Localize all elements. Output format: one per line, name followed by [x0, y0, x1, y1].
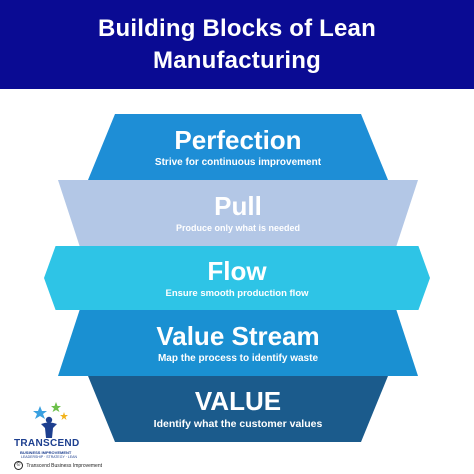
transcend-logo-icon	[33, 402, 68, 438]
block-flow: Flow Ensure smooth production flow	[44, 246, 430, 310]
copyright-text: Transcend Business Improvement	[26, 462, 102, 469]
block-title: Flow	[207, 255, 267, 286]
copyright-notice: © Transcend Business Improvement	[14, 461, 102, 470]
block-perfection: Perfection Strive for continuous improve…	[88, 114, 388, 180]
block-subtitle: Produce only what is needed	[175, 223, 301, 233]
logo-name: TRANSCEND	[14, 438, 80, 449]
block-subtitle: Map the process to identify waste	[157, 352, 319, 364]
title-line-1: Building Blocks of Lean	[98, 14, 376, 42]
block-title: Value Stream	[156, 320, 320, 351]
block-subtitle: Ensure smooth production flow	[165, 287, 309, 299]
logo-tagline-1: BUSINESS IMPROVEMENT	[20, 450, 72, 455]
title-banner: Building Blocks of Lean Manufacturing	[0, 0, 474, 89]
logo-tagline-2: LEADERSHIP · STRATEGY · LEAN	[21, 455, 78, 459]
copyright-icon: ©	[14, 461, 23, 470]
block-subtitle: Identify what the customer values	[153, 418, 323, 430]
block-title: VALUE	[194, 386, 282, 416]
block-subtitle: Strive for continuous improvement	[154, 156, 322, 168]
block-title: Perfection	[174, 124, 302, 155]
block-title: Pull	[214, 191, 262, 221]
title-line-2: Manufacturing	[153, 46, 321, 74]
block-value: VALUE Identify what the customer values	[88, 376, 388, 442]
block-value-stream: Value Stream Map the process to identify…	[58, 310, 418, 376]
block-pull: Pull Produce only what is needed	[58, 180, 418, 246]
